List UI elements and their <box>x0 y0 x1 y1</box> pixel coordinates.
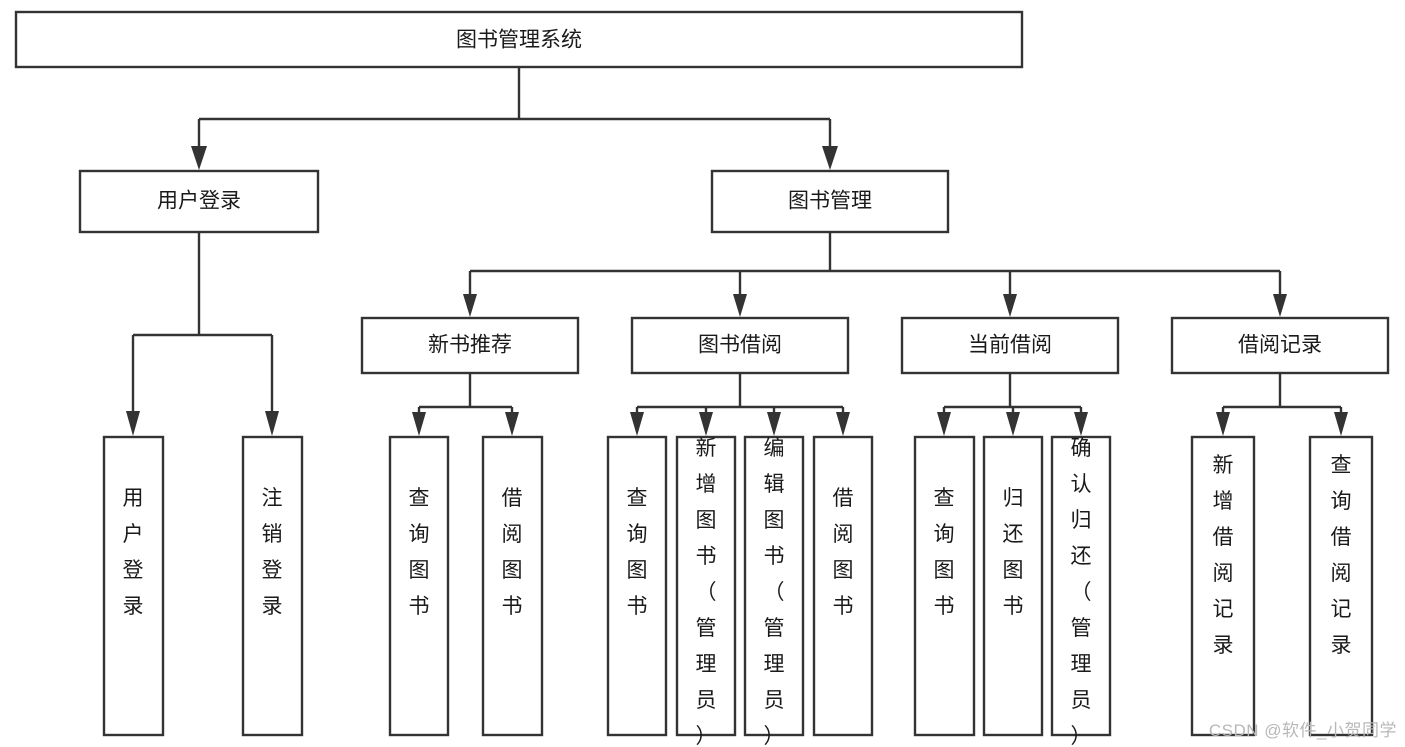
leaf-return-book[interactable]: 归还图书 <box>982 435 1044 737</box>
leaf-add-book-admin[interactable]: 新增图书（管理员） <box>675 435 737 747</box>
arrow-head-lf11 <box>1074 412 1088 436</box>
leaf-borrow-book-new[interactable]: 借阅图书 <box>481 435 544 737</box>
leaf-edit-book-admin[interactable]: 编辑图书（管理员） <box>743 435 805 747</box>
arrow-head-lf4 <box>505 412 519 436</box>
node-borrow-records[interactable]: 借阅记录 <box>1170 316 1390 375</box>
arrow-head-lf2 <box>265 411 279 436</box>
arrow-head-lf9 <box>937 412 951 436</box>
node-user-login[interactable]: 用户登录 <box>78 169 320 234</box>
node-root[interactable]: 图书管理系统 <box>14 10 1024 69</box>
node-book-management-label: 图书管理 <box>788 190 872 213</box>
leaf-user-login-label: 用户登录 <box>123 487 144 618</box>
leaf-user-login[interactable]: 用户登录 <box>102 435 165 737</box>
arrow-head-l3d <box>1273 294 1287 317</box>
node-new-book-recommend[interactable]: 新书推荐 <box>360 316 580 375</box>
arrow-head-l2a <box>191 146 207 170</box>
leaf-query-borrow-record[interactable]: 查询借阅记录 <box>1308 435 1374 737</box>
arrow-head-lf12 <box>1216 412 1230 436</box>
leaf-confirm-return-admin-label: 确认归还（管理员） <box>1071 437 1092 747</box>
arrow-head-lf10 <box>1006 412 1020 436</box>
arrow-head-l3a <box>463 294 477 317</box>
node-current-borrow-label: 当前借阅 <box>968 334 1052 357</box>
leaf-borrow-book-new-label: 借阅图书 <box>502 487 523 618</box>
node-current-borrow[interactable]: 当前借阅 <box>900 316 1120 375</box>
leaf-add-borrow-record-label: 新增借阅记录 <box>1213 454 1234 657</box>
leaf-query-book-borrow[interactable]: 查询图书 <box>606 435 668 737</box>
leaf-borrow-book-label: 借阅图书 <box>833 487 854 618</box>
arrow-head-lf13 <box>1334 412 1348 436</box>
leaf-edit-book-admin-label: 编辑图书（管理员） <box>764 437 785 747</box>
node-user-login-label: 用户登录 <box>157 190 241 213</box>
leaf-query-book-current[interactable]: 查询图书 <box>913 435 976 737</box>
leaf-borrow-book[interactable]: 借阅图书 <box>812 435 874 737</box>
node-book-borrow-label: 图书借阅 <box>698 334 782 357</box>
node-new-book-recommend-label: 新书推荐 <box>428 334 512 357</box>
arrow-head-lf3 <box>412 412 426 436</box>
connector-layer <box>126 67 1348 436</box>
arrow-head-lf5 <box>630 412 644 436</box>
leaf-query-book-borrow-label: 查询图书 <box>627 487 648 618</box>
node-book-management[interactable]: 图书管理 <box>710 169 950 234</box>
arrow-head-lf6 <box>699 412 713 436</box>
leaf-return-book-label: 归还图书 <box>1003 487 1024 618</box>
leaf-confirm-return-admin[interactable]: 确认归还（管理员） <box>1050 435 1112 747</box>
leaf-add-borrow-record[interactable]: 新增借阅记录 <box>1190 435 1256 737</box>
arrow-head-l2b <box>822 146 838 170</box>
node-borrow-records-label: 借阅记录 <box>1238 334 1322 357</box>
arrow-head-l3b <box>733 294 747 317</box>
leaf-query-book-current-label: 查询图书 <box>934 487 955 618</box>
node-book-borrow[interactable]: 图书借阅 <box>630 316 850 375</box>
leaf-query-borrow-record-label: 查询借阅记录 <box>1331 454 1352 657</box>
leaf-query-book-new-label: 查询图书 <box>409 487 430 618</box>
arrow-head-lf1 <box>126 411 140 436</box>
arrow-head-lf8 <box>836 412 850 436</box>
leaf-logout[interactable]: 注销登录 <box>241 435 304 737</box>
leaf-logout-label: 注销登录 <box>262 487 283 618</box>
arrow-head-lf7 <box>767 412 781 436</box>
node-root-label: 图书管理系统 <box>456 29 582 52</box>
leaf-query-book-new[interactable]: 查询图书 <box>388 435 450 737</box>
arrow-head-l3c <box>1003 294 1017 317</box>
leaf-add-book-admin-label: 新增图书（管理员） <box>696 437 717 747</box>
